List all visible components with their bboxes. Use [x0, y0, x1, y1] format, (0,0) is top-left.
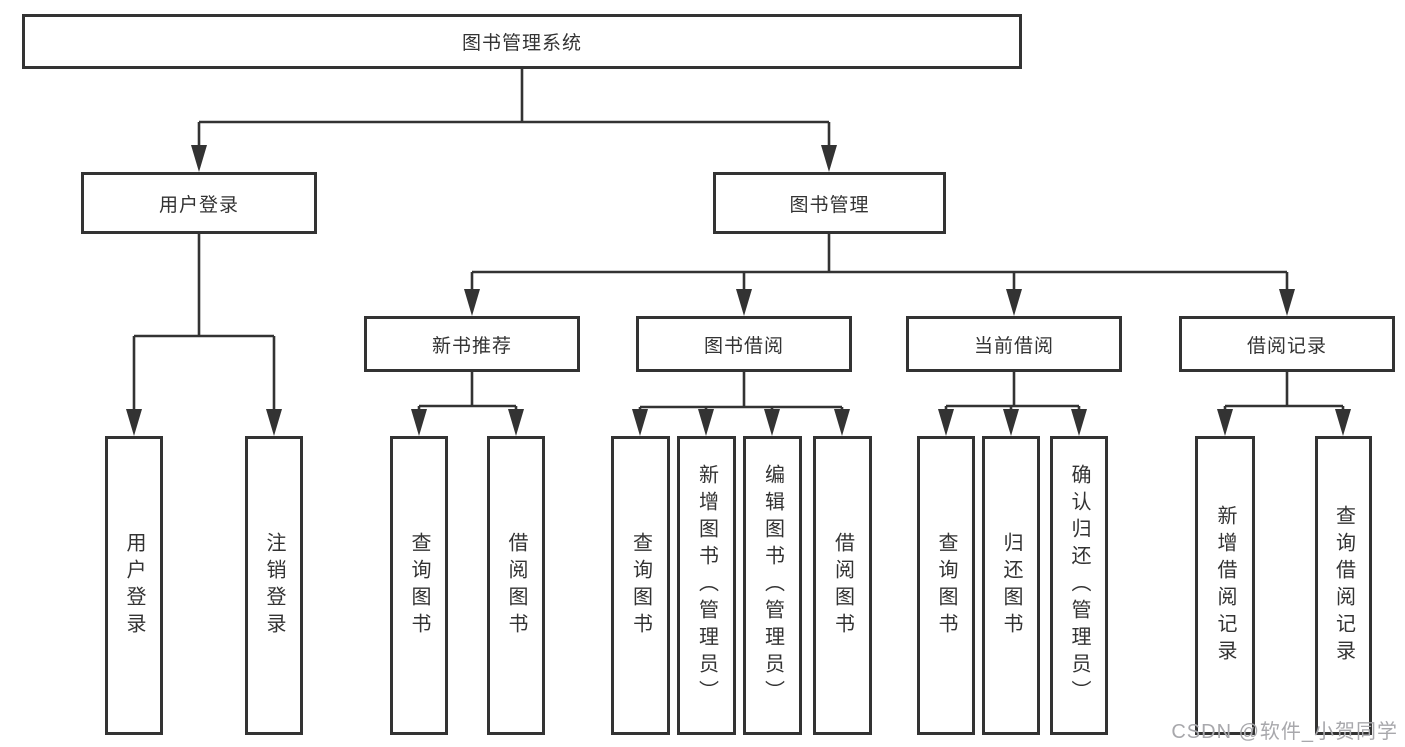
node-user-login-branch: 用户登录	[81, 172, 317, 234]
leaf-query-borrow-record: 查询借阅记录	[1315, 436, 1372, 735]
node-user-login-branch-label: 用户登录	[158, 194, 239, 216]
leaf-borrow-books-recommend: 借阅图书	[487, 436, 545, 735]
node-current-borrow: 当前借阅	[906, 316, 1122, 372]
leaf-confirm-return-admin-label: 确认归还（管理员）	[1068, 464, 1090, 707]
node-current-borrow-label: 当前借阅	[973, 335, 1054, 357]
leaf-query-books-current-label: 查询图书	[935, 531, 957, 640]
leaf-edit-book-admin: 编辑图书（管理员）	[743, 436, 802, 735]
leaf-query-borrow-record-label: 查询借阅记录	[1332, 504, 1355, 667]
leaf-query-books-borrow: 查询图书	[611, 436, 670, 735]
leaf-return-books-label: 归还图书	[1000, 531, 1022, 640]
leaf-edit-book-admin-label: 编辑图书（管理员）	[761, 464, 784, 707]
node-borrow-records: 借阅记录	[1179, 316, 1395, 372]
node-book-borrow-label: 图书借阅	[703, 335, 784, 357]
leaf-logout: 注销登录	[245, 436, 303, 735]
node-new-book-recommend-label: 新书推荐	[431, 335, 512, 357]
node-book-management: 图书管理	[713, 172, 946, 234]
leaf-query-books-recommend-label: 查询图书	[408, 531, 430, 640]
leaf-add-book-admin: 新增图书（管理员）	[677, 436, 736, 735]
node-book-borrow: 图书借阅	[636, 316, 852, 372]
leaf-add-book-admin-label: 新增图书（管理员）	[695, 464, 718, 707]
leaf-user-login: 用户登录	[105, 436, 163, 735]
node-borrow-records-label: 借阅记录	[1246, 335, 1327, 357]
leaf-query-books-recommend: 查询图书	[390, 436, 448, 735]
leaf-add-borrow-record-label: 新增借阅记录	[1214, 504, 1236, 667]
leaf-query-books-current: 查询图书	[917, 436, 975, 735]
leaf-confirm-return-admin: 确认归还（管理员）	[1050, 436, 1108, 735]
leaf-borrow-books: 借阅图书	[813, 436, 872, 735]
leaf-add-borrow-record: 新增借阅记录	[1195, 436, 1255, 735]
watermark: CSDN @软件_小贺同学	[1171, 721, 1398, 743]
leaf-query-books-borrow-label: 查询图书	[629, 531, 652, 640]
node-root-label: 图书管理系统	[461, 33, 582, 54]
leaf-borrow-books-label: 借阅图书	[831, 531, 854, 640]
leaf-borrow-books-recommend-label: 借阅图书	[505, 531, 527, 640]
leaf-user-login-label: 用户登录	[123, 531, 145, 640]
leaf-logout-label: 注销登录	[263, 531, 285, 640]
node-root: 图书管理系统	[22, 14, 1022, 69]
node-new-book-recommend: 新书推荐	[364, 316, 580, 372]
leaf-return-books: 归还图书	[982, 436, 1040, 735]
node-book-management-label: 图书管理	[789, 194, 870, 216]
